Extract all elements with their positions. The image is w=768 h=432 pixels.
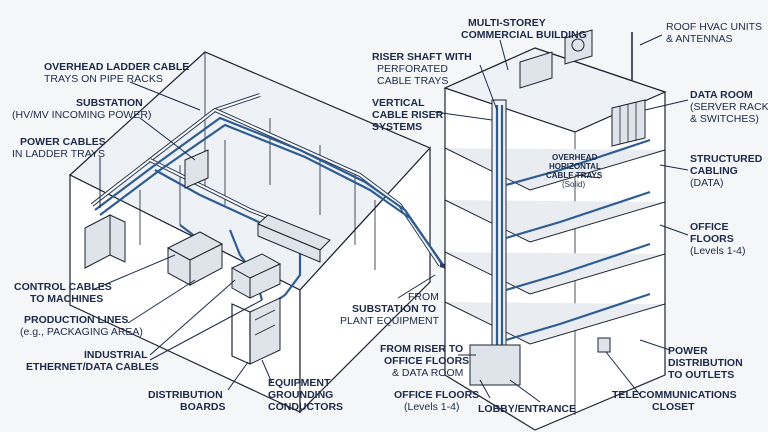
label-equipment-grounding: EQUIPMENT GROUNDING CONDUCTORS	[268, 377, 343, 413]
svg-text:COMMERCIAL BUILDING: COMMERCIAL BUILDING	[461, 29, 587, 41]
svg-text:DISTRIBUTION: DISTRIBUTION	[148, 389, 223, 401]
svg-text:TRAYS ON PIPE RACKS: TRAYS ON PIPE RACKS	[44, 73, 163, 85]
svg-text:IN LADDER TRAYS: IN LADDER TRAYS	[12, 148, 105, 160]
label-roof-hvac: ROOF HVAC UNITS & ANTENNAS	[666, 21, 762, 45]
lobby	[469, 344, 521, 386]
svg-text:CABLE TRAYS: CABLE TRAYS	[377, 75, 448, 87]
svg-text:POWER CABLES: POWER CABLES	[20, 136, 106, 148]
svg-text:CONDUCTORS: CONDUCTORS	[268, 401, 343, 413]
svg-text:CLOSET: CLOSET	[652, 401, 695, 413]
label-riser-shaft: RISER SHAFT WITH PERFORATED CABLE TRAYS	[372, 51, 472, 87]
svg-text:OFFICE: OFFICE	[690, 221, 729, 233]
svg-text:LOBBY/ENTRANCE: LOBBY/ENTRANCE	[478, 403, 576, 415]
svg-text:TO MACHINES: TO MACHINES	[30, 293, 103, 305]
svg-text:VERTICAL: VERTICAL	[372, 97, 425, 109]
svg-text:STRUCTURED: STRUCTURED	[690, 153, 763, 165]
label-control-cables: CONTROL CABLES TO MACHINES	[14, 281, 112, 305]
telecom-closet	[597, 337, 611, 353]
svg-text:INDUSTRIAL: INDUSTRIAL	[84, 349, 148, 361]
label-office-floors-right: OFFICE FLOORS (Levels 1-4)	[690, 221, 745, 257]
server-racks	[611, 99, 646, 147]
label-power-distribution: POWER DISTRIBUTION TO OUTLETS	[668, 345, 743, 381]
label-overhead-horizontal: OVERHEAD HORIZONTAL CABLE TRAYS (Solid)	[546, 153, 603, 189]
svg-text:BOARDS: BOARDS	[180, 401, 226, 413]
svg-text:DISTRIBUTION: DISTRIBUTION	[668, 357, 743, 369]
svg-text:OFFICE FLOORS: OFFICE FLOORS	[394, 389, 479, 401]
svg-text:(DATA): (DATA)	[690, 177, 723, 189]
svg-text:OVERHEAD: OVERHEAD	[552, 153, 598, 162]
svg-text:TO OUTLETS: TO OUTLETS	[668, 369, 734, 381]
label-vertical-riser: VERTICAL CABLE RISER SYSTEMS	[372, 97, 444, 133]
label-structured-cabling: STRUCTURED CABLING (DATA)	[690, 153, 763, 189]
label-power-cables: POWER CABLES IN LADDER TRAYS	[12, 136, 106, 160]
svg-text:(Levels 1-4): (Levels 1-4)	[690, 245, 745, 257]
svg-text:& SWITCHES): & SWITCHES)	[690, 113, 759, 125]
production-line-machines	[166, 214, 331, 299]
svg-text:MULTI-STOREY: MULTI-STOREY	[468, 17, 546, 29]
svg-text:FROM RISER TO: FROM RISER TO	[380, 343, 463, 355]
svg-text:FLOORS: FLOORS	[690, 233, 734, 245]
svg-text:(Solid): (Solid)	[562, 180, 585, 189]
svg-text:(e.g., PACKAGING AREA): (e.g., PACKAGING AREA)	[20, 326, 143, 338]
label-lobby-entrance: LOBBY/ENTRANCE	[478, 403, 576, 415]
leader-lines	[91, 34, 689, 403]
svg-text:SUBSTATION: SUBSTATION	[76, 97, 143, 109]
svg-text:CABLE TRAYS: CABLE TRAYS	[546, 171, 603, 180]
svg-text:CONTROL CABLES: CONTROL CABLES	[14, 281, 112, 293]
svg-text:(Levels 1-4): (Levels 1-4)	[404, 401, 459, 413]
svg-text:& DATA ROOM: & DATA ROOM	[392, 367, 463, 379]
svg-text:SYSTEMS: SYSTEMS	[372, 121, 422, 133]
svg-text:GROUNDING: GROUNDING	[268, 389, 333, 401]
label-from-substation: FROM SUBSTATION TO PLANT EQUIPMENT	[340, 291, 440, 327]
svg-text:ETHERNET/DATA CABLES: ETHERNET/DATA CABLES	[26, 361, 159, 373]
svg-text:SUBSTATION TO: SUBSTATION TO	[352, 303, 436, 315]
svg-text:PRODUCTION LINES: PRODUCTION LINES	[24, 314, 128, 326]
svg-text:EQUIPMENT: EQUIPMENT	[268, 377, 331, 389]
svg-text:& ANTENNAS: & ANTENNAS	[666, 33, 733, 45]
label-data-room: DATA ROOM (SERVER RACKS & SWITCHES)	[690, 89, 768, 125]
svg-text:OFFICE FLOORS: OFFICE FLOORS	[384, 355, 469, 367]
label-overhead-ladder: OVERHEAD LADDER CABLE TRAYS ON PIPE RACK…	[44, 61, 189, 85]
label-distribution-boards: DISTRIBUTION BOARDS	[148, 389, 226, 413]
label-office-floors-bottom: OFFICE FLOORS (Levels 1-4)	[394, 389, 479, 413]
label-telecom-closet: TELECOMMUNICATIONS CLOSET	[612, 389, 737, 413]
svg-text:PLANT EQUIPMENT: PLANT EQUIPMENT	[340, 315, 440, 327]
label-multi-storey: MULTI-STOREY COMMERCIAL BUILDING	[461, 17, 587, 41]
svg-text:DATA ROOM: DATA ROOM	[690, 89, 753, 101]
label-substation: SUBSTATION (HV/MV INCOMING POWER)	[12, 97, 151, 121]
svg-text:TELECOMMUNICATIONS: TELECOMMUNICATIONS	[612, 389, 737, 401]
label-industrial-ethernet: INDUSTRIAL ETHERNET/DATA CABLES	[26, 349, 159, 373]
svg-text:RISER SHAFT WITH: RISER SHAFT WITH	[372, 51, 472, 63]
hvac-unit-1	[519, 51, 553, 89]
svg-text:(SERVER RACKS: (SERVER RACKS	[690, 101, 768, 113]
substation-equipment	[84, 149, 209, 269]
label-from-riser: FROM RISER TO OFFICE FLOORS & DATA ROOM	[380, 343, 469, 379]
svg-text:(HV/MV INCOMING POWER): (HV/MV INCOMING POWER)	[12, 109, 151, 121]
office-roof	[443, 47, 667, 133]
hvac-unit-2	[564, 29, 593, 65]
office-building	[443, 29, 667, 431]
svg-text:HORIZONTAL: HORIZONTAL	[549, 162, 601, 171]
svg-text:FROM: FROM	[408, 291, 439, 303]
svg-text:PERFORATED: PERFORATED	[377, 63, 448, 75]
svg-text:ROOF HVAC UNITS: ROOF HVAC UNITS	[666, 21, 762, 33]
svg-text:CABLING: CABLING	[690, 165, 738, 177]
svg-text:CABLE RISER: CABLE RISER	[372, 109, 444, 121]
label-production-lines: PRODUCTION LINES (e.g., PACKAGING AREA)	[20, 314, 143, 338]
svg-text:POWER: POWER	[668, 345, 708, 357]
riser-shaft	[491, 99, 507, 381]
svg-text:OVERHEAD LADDER CABLE: OVERHEAD LADDER CABLE	[44, 61, 189, 73]
